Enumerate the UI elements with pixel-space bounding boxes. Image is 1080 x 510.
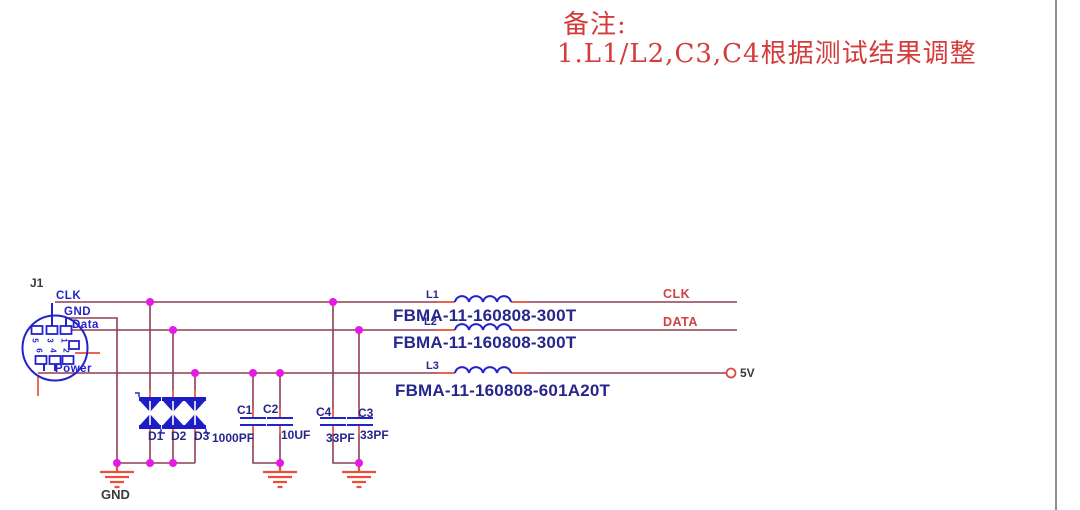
c1-branch-wire [252,373,280,464]
c4-branch-wire [332,302,359,464]
c1-capacitor-symbol [240,417,266,426]
j1-pin-clk-label: CLK [56,290,82,302]
d2-tvs-diode-symbol [162,397,184,429]
c2-capacitor-symbol [267,417,293,426]
l1-part-number: FBMA-11-160808-300T [393,306,577,325]
j1-pin-data-label: Data [72,319,99,331]
j1-pin-number-1: 1 [59,338,69,343]
j1-connector-symbol [21,303,89,382]
c3-refdes: C3 [358,406,374,420]
l2-part-number: FBMA-11-160808-300T [393,333,577,352]
supply-terminal [725,367,737,379]
data-net-label: DATA [663,315,698,329]
j1-pin-power-label: Power [55,363,93,375]
j1-pin-number-2: 2 [61,348,71,353]
c1-value: 1000PF [212,431,255,445]
j1-pin-number-4: 4 [48,348,58,353]
d2-refdes: D2 [171,429,187,443]
j1-refdes: J1 [30,276,44,290]
c4-capacitor-symbol [320,417,346,426]
notes-heading: 备注: [563,10,627,40]
l1-refdes: L1 [426,289,439,301]
l2-inductor-symbol [454,323,512,331]
c4-refdes: C4 [316,405,332,419]
l3-inductor-symbol [454,366,512,374]
d3-refdes: D3 [194,429,210,443]
c4-value: 33PF [326,431,355,445]
c3-value: 33PF [360,428,389,442]
shield-pin [68,340,80,350]
notes-item: 1.L1/L2,C3,C4根据测试结果调整 [557,39,977,69]
c2-value: 10UF [281,428,311,442]
j1-pin-number-5: 5 [30,338,40,343]
l1-inductor-symbol [454,295,512,303]
gnd-branch-wire [65,317,118,463]
j1-pin-number-3: 3 [45,338,55,343]
l3-refdes: L3 [426,360,439,372]
c3-capacitor-symbol [347,417,373,426]
d3-tvs-diode-symbol [184,397,210,434]
c2-refdes: C2 [263,402,279,416]
l2-refdes: L2 [424,316,437,328]
d1-tvs-diode-symbol [135,392,165,434]
clk-net-label: CLK [663,287,691,301]
junction-dots [113,298,363,467]
l3-part-number: FBMA-11-160808-601A20T [395,381,611,400]
j1-pin-number-6: 6 [34,348,44,353]
supply-net-label: 5V [740,366,755,380]
ground-net-label: GND [101,487,130,502]
d1-refdes: D1 [148,429,164,443]
c1-refdes: C1 [237,403,253,417]
sheet-border-line [1055,0,1057,510]
j1-pin-gnd-label: GND [64,306,92,318]
